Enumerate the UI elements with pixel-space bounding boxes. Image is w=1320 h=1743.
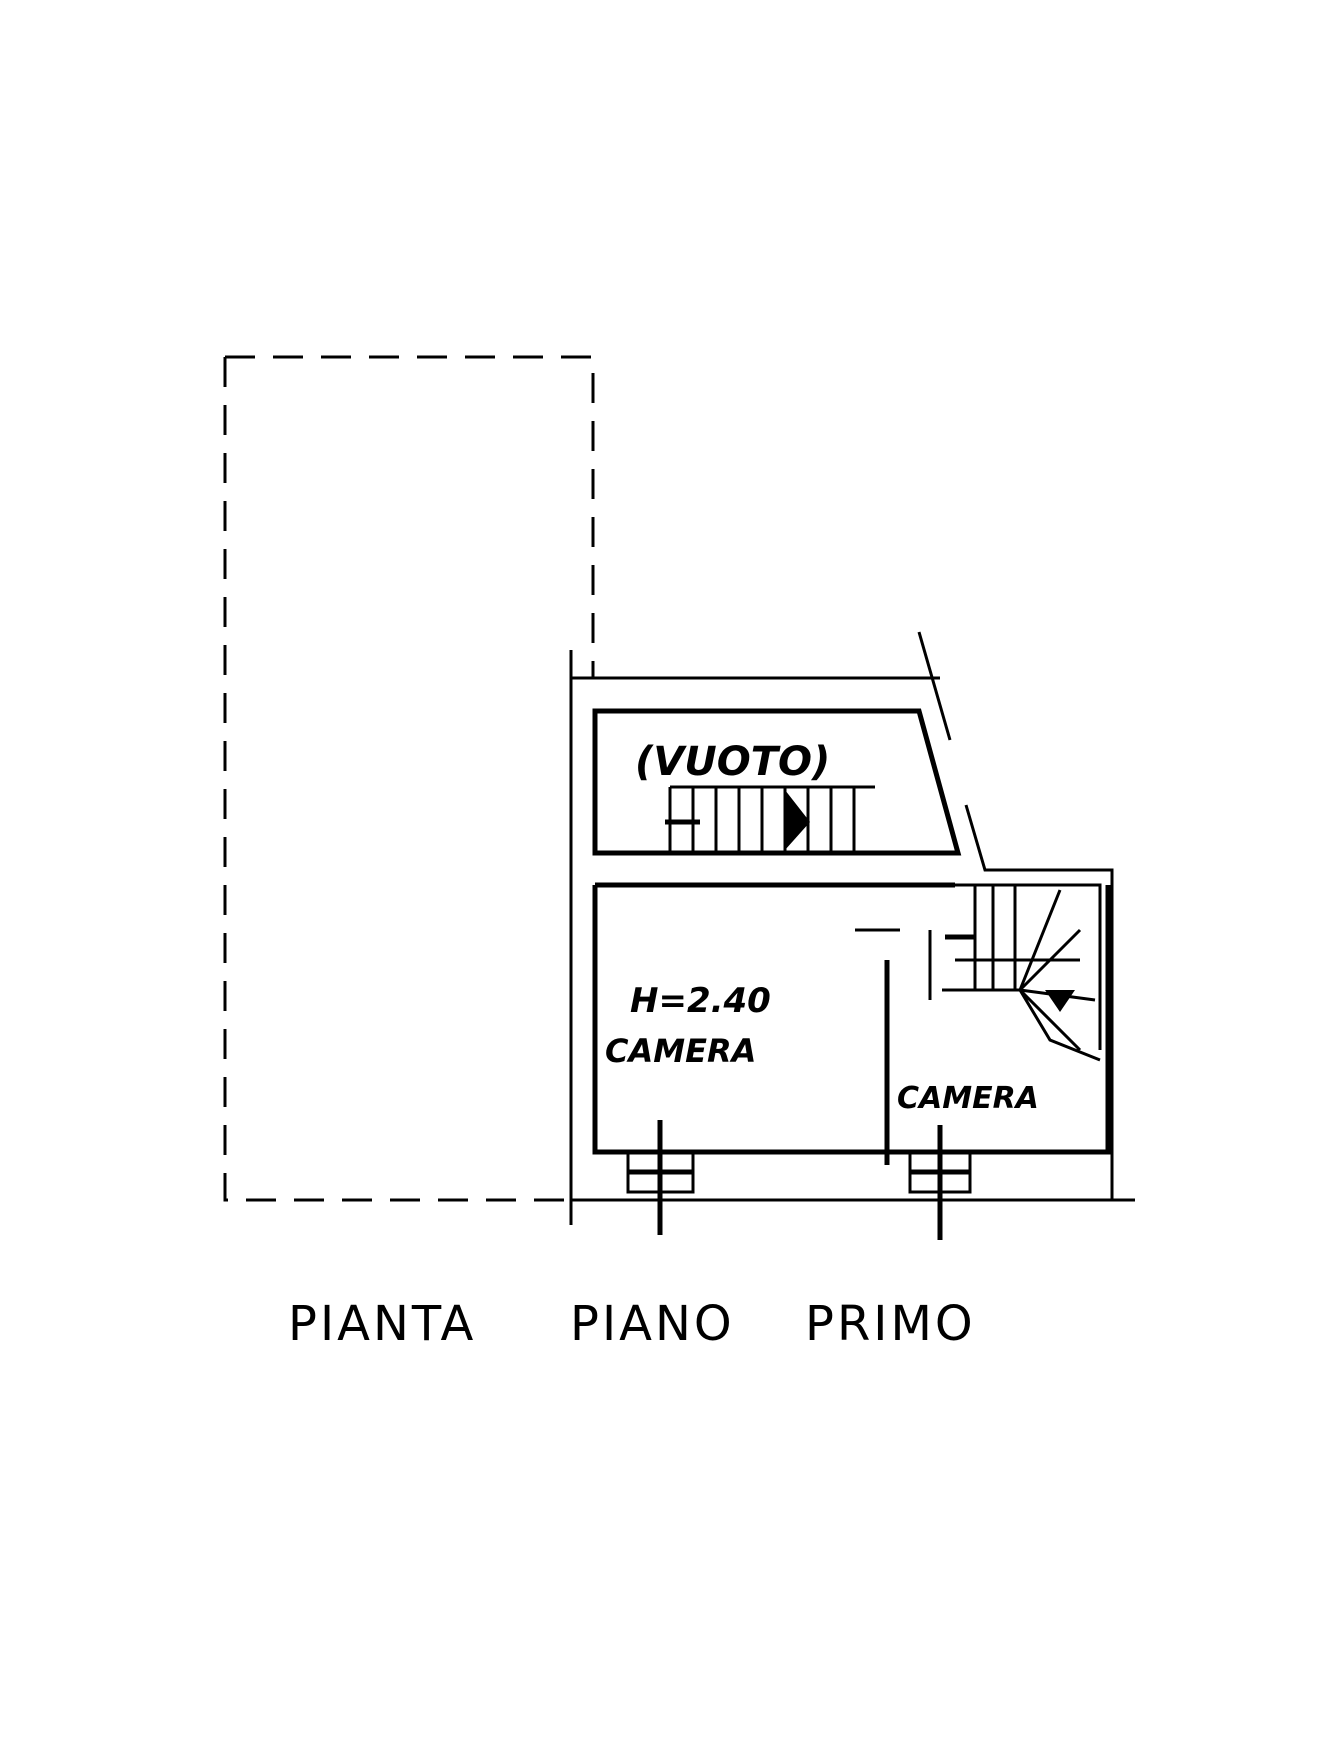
label-height: H=2.40: [630, 981, 771, 1021]
outer-walls: [569, 631, 1135, 1225]
label-room-right: CAMERA: [897, 1081, 1039, 1116]
label-room-left: CAMERA: [605, 1032, 756, 1070]
title-word-pianta: PIANTA: [288, 1296, 476, 1352]
title-word-piano: PIANO: [570, 1296, 735, 1352]
label-void: (VUOTO): [635, 739, 830, 785]
inner-walls: [592, 708, 1111, 1165]
dashed-outline: [223, 355, 595, 1202]
stair-winding: [942, 883, 1102, 1062]
windows: [626, 1120, 972, 1240]
title-word-primo: PRIMO: [805, 1296, 976, 1352]
stair-void: [665, 785, 875, 853]
